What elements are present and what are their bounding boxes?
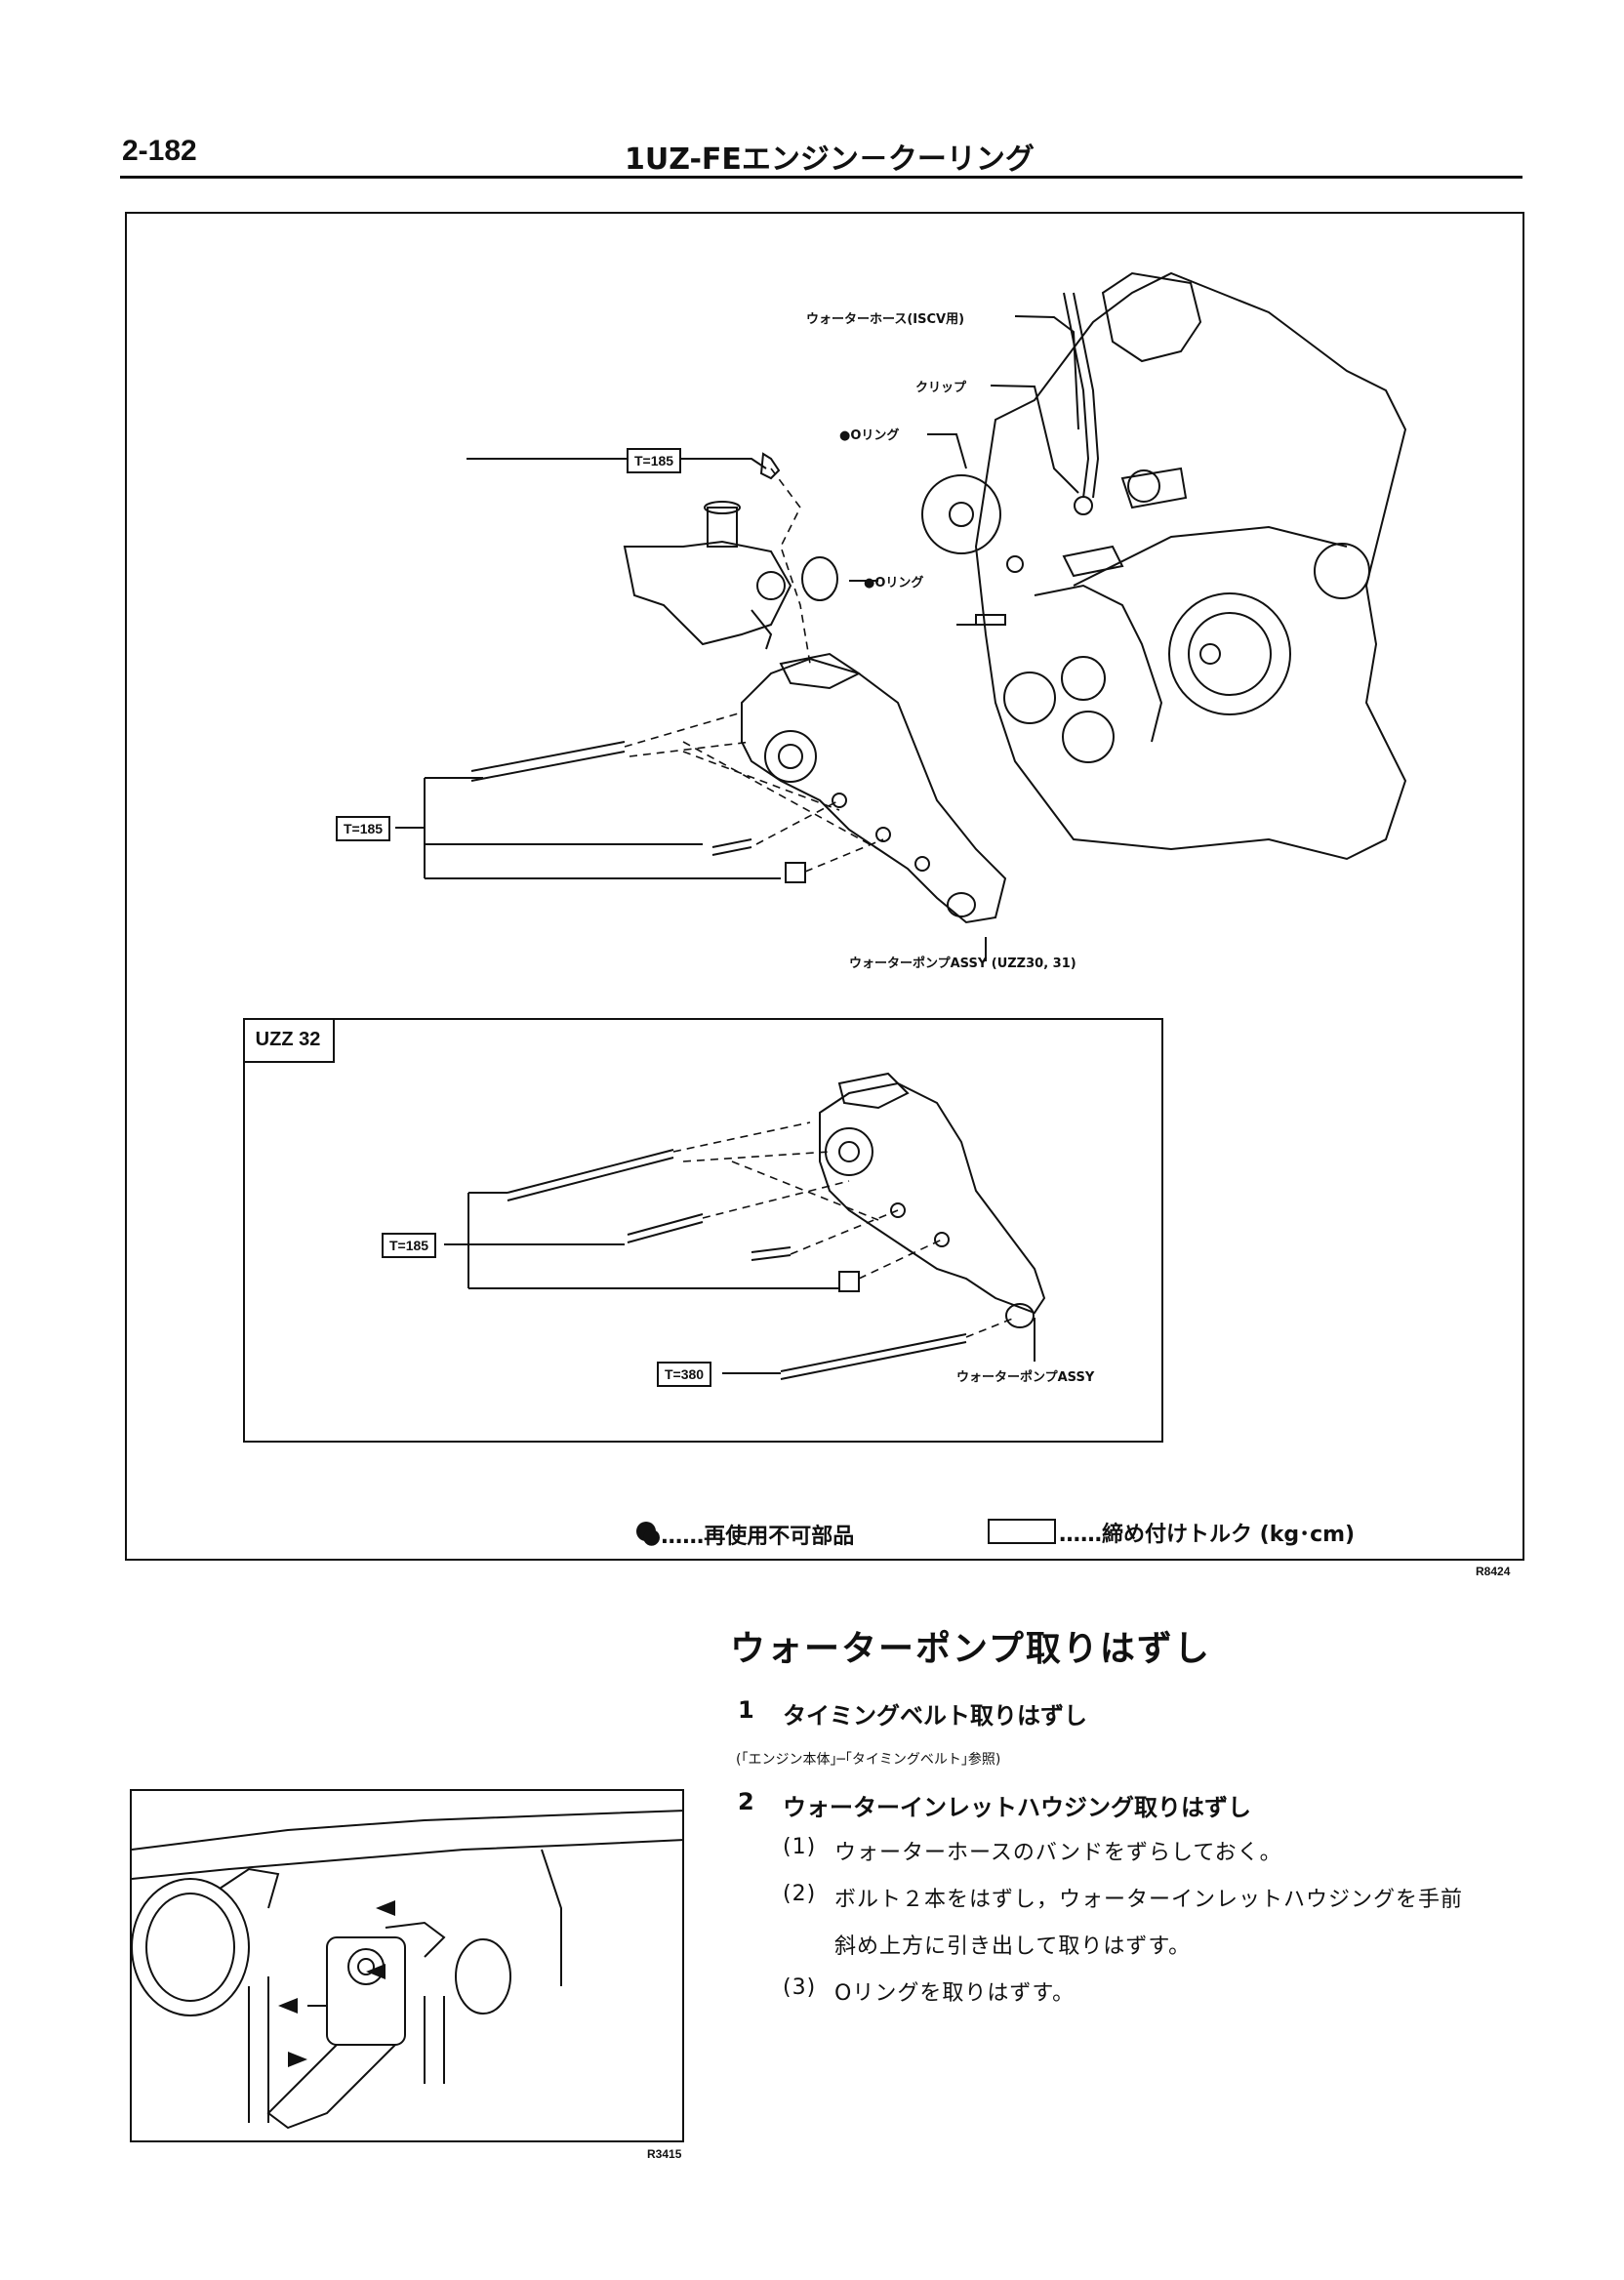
substep-2-continued: 斜め上方に引き出して取りはずす。 [834, 1934, 1192, 1959]
arrow-icon [278, 1998, 298, 2014]
label-pump-assy: ウォーターポンプASSY (UZZ30, 31) [849, 957, 1076, 971]
step-2-number: 2 [738, 1788, 754, 1815]
torque-box-top: T=185 [627, 448, 682, 473]
bullet-icon [636, 1522, 656, 1541]
label-clip: クリップ [915, 381, 967, 395]
legend-torque: ……締め付けトルク (kg･cm) [1059, 1523, 1356, 1547]
photo-code: R3415 [647, 2147, 682, 2161]
removal-illustration-frame [130, 1789, 684, 2142]
uzz32-label: UZZ 32 [243, 1018, 335, 1063]
arrow-icon [376, 1900, 395, 1916]
page-number: 2-182 [122, 135, 197, 167]
legend-non-reusable: ●……再使用不可部品 [642, 1525, 855, 1549]
step-2-text: ウォーターインレットハウジング取りはずし [783, 1794, 1251, 1821]
label-water-hose: ウォーターホース(ISCV用) [806, 312, 965, 327]
section-title: ウォーターポンプ取りはずし [730, 1629, 1211, 1669]
uzz32-torque-380: T=380 [657, 1362, 712, 1387]
uzz32-pump-label: ウォーターポンプASSY [956, 1370, 1095, 1385]
main-figure-frame [125, 212, 1524, 1561]
uzz32-figure-frame [243, 1018, 1163, 1443]
arrow-icon [366, 1964, 386, 1979]
substep-3-text: Oリングを取りはずす。 [834, 1981, 1076, 2006]
page-title: 1UZ-FEエンジン－クーリング [625, 142, 1035, 177]
step-1-text: タイミングベルト取りはずし [783, 1702, 1087, 1730]
substep-2-text: ボルト２本をはずし，ウォーターインレットハウジングを手前 [834, 1888, 1464, 1912]
step-1-note: (｢エンジン本体｣─｢タイミングベルト｣参照) [736, 1752, 1001, 1768]
substep-1-number: (1) [783, 1835, 817, 1859]
label-o-ring-top: ●Oリング [839, 428, 900, 443]
exploded-view-drawing [395, 271, 1407, 1544]
removal-illustration [132, 1810, 682, 2130]
substep-1-text: ウォーターホースのバンドをずらしておく。 [834, 1841, 1282, 1865]
substep-3-number: (3) [783, 1975, 817, 2000]
torque-box-left: T=185 [336, 816, 391, 841]
arrow-icon [288, 2052, 307, 2067]
header-rule [120, 176, 1522, 179]
step-1-number: 1 [738, 1696, 754, 1724]
label-o-ring-mid: ●Oリング [864, 576, 924, 590]
substep-2-number: (2) [783, 1882, 817, 1906]
figure-code: R8424 [1476, 1565, 1511, 1578]
uzz32-torque-185: T=185 [382, 1233, 437, 1258]
